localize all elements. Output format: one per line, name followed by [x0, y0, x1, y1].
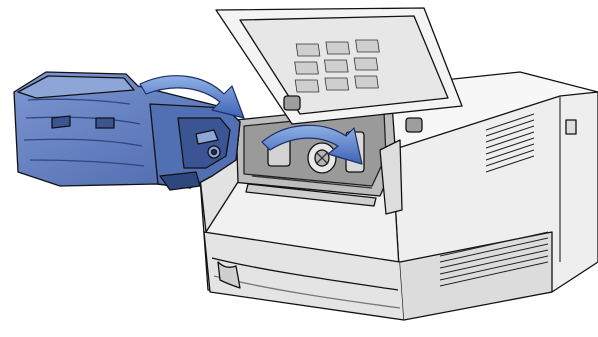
top-cover-open — [215, 7, 463, 133]
side-port — [565, 119, 577, 135]
curved-arrow-icon — [261, 124, 363, 165]
cover-hinge-left — [283, 95, 301, 111]
printer — [199, 71, 598, 321]
tray-handle — [217, 261, 241, 289]
curved-arrow-icon — [139, 75, 245, 119]
insert-arrow — [139, 75, 245, 119]
side-vents — [439, 113, 549, 287]
rotate-arrow — [261, 124, 363, 165]
toner-cartridge — [13, 71, 241, 191]
cover-hinge-right — [405, 117, 423, 133]
